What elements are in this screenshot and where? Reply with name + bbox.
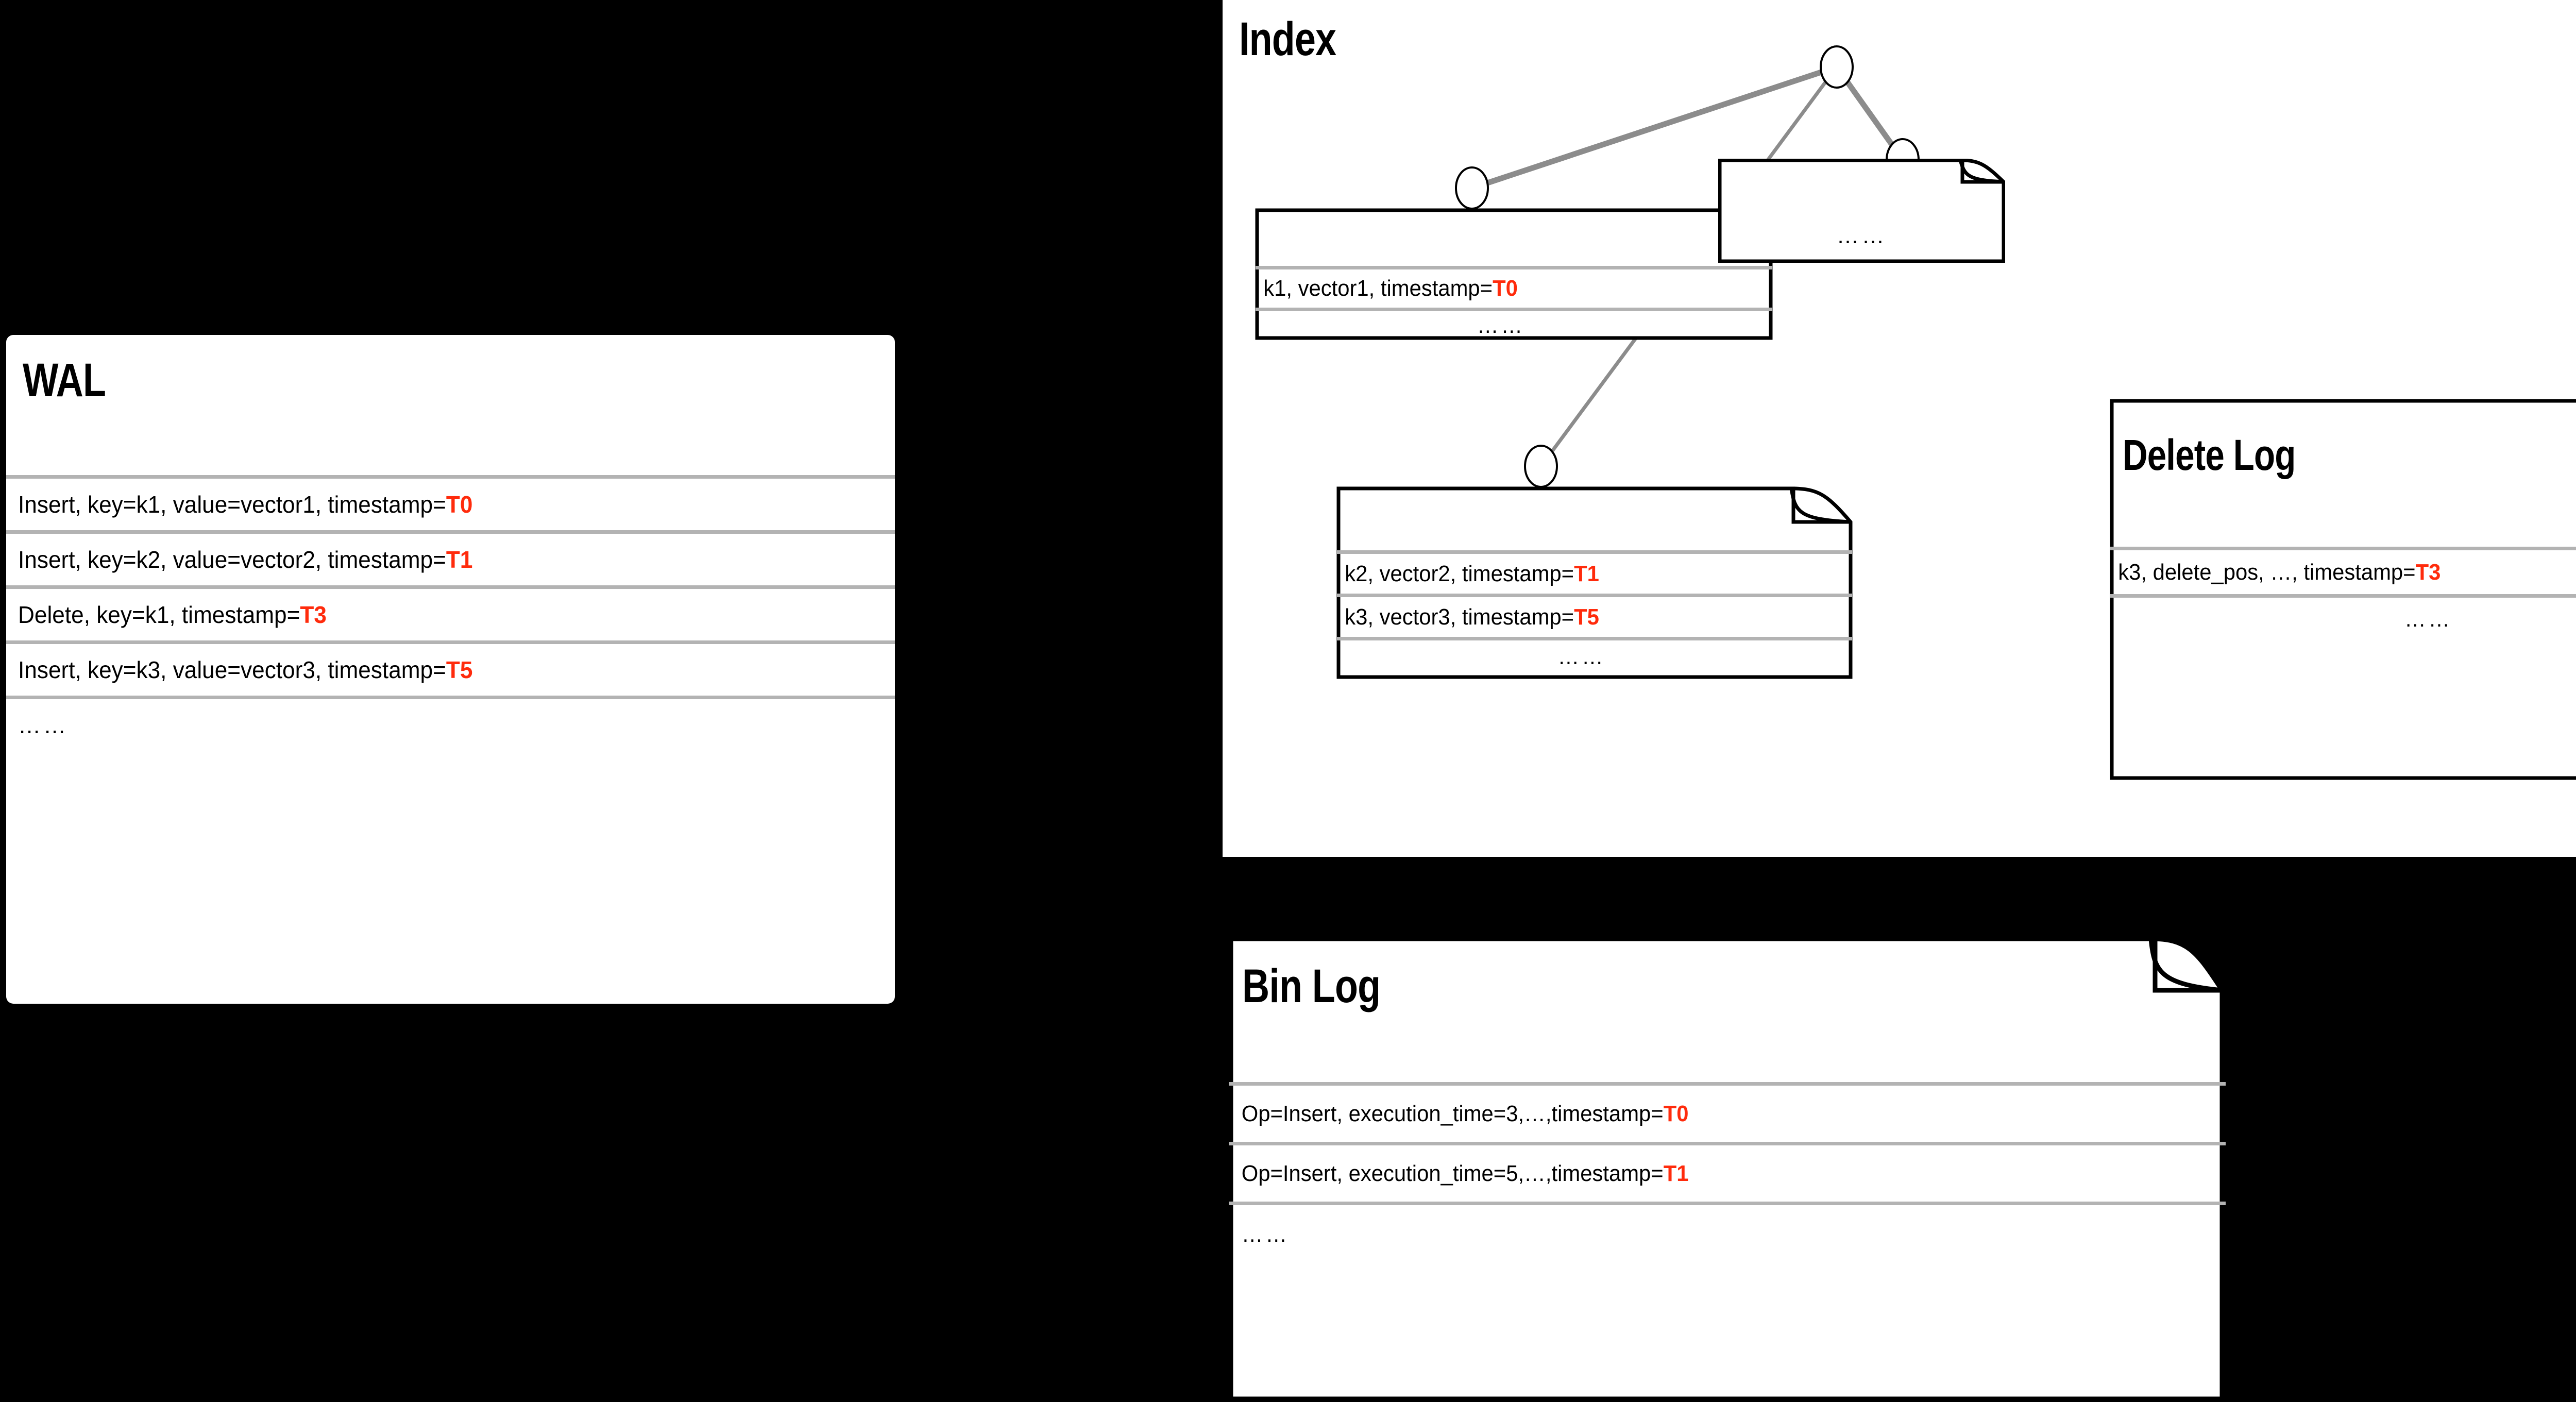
index-leaf-node-ellipsis: …… bbox=[1718, 158, 2006, 263]
wal-row-text: Insert, key=k3, value=vector3, timestamp… bbox=[18, 656, 473, 683]
note-shape bbox=[1228, 936, 2225, 1401]
bin-log-note: Bin Log Op=Insert, execution_time=3,…,ti… bbox=[1228, 936, 2226, 1401]
tree-node-left bbox=[1455, 166, 1489, 210]
note-shape bbox=[1336, 486, 1853, 679]
tree-node-bottom bbox=[1524, 445, 1558, 488]
index-node-row-text: k3, vector3, timestamp=T5 bbox=[1345, 604, 1599, 630]
wal-row-ellipsis: …… bbox=[6, 696, 895, 751]
index-node-row-timestamp: T1 bbox=[1574, 561, 1599, 586]
delete-log-row-timestamp: T3 bbox=[2415, 559, 2441, 585]
tree-node-root bbox=[1820, 45, 1854, 89]
wal-row-timestamp: T1 bbox=[446, 546, 473, 573]
delete-log-ellipsis-text: …… bbox=[2404, 606, 2453, 632]
note-shape bbox=[1718, 158, 2006, 263]
bin-log-row-ellipsis: …… bbox=[1229, 1202, 2226, 1263]
wal-row: Insert, key=k3, value=vector3, timestamp… bbox=[6, 640, 895, 696]
index-node-row-timestamp: T0 bbox=[1493, 276, 1518, 301]
delete-log-row-ellipsis: …… bbox=[2110, 594, 2576, 640]
bin-log-row-timestamp: T0 bbox=[1663, 1101, 1689, 1126]
index-node-ellipsis-text: …… bbox=[1557, 644, 1606, 669]
index-node-row-ellipsis: …… bbox=[1337, 637, 1852, 673]
tree-edge-root-n2 bbox=[1834, 65, 1905, 162]
bin-log-row: Op=Insert, execution_time=5,…,timestamp=… bbox=[1229, 1142, 2226, 1202]
bin-log-row-text: Op=Insert, execution_time=5,…,timestamp=… bbox=[1241, 1160, 1689, 1186]
bin-log-row: Op=Insert, execution_time=3,…,timestamp=… bbox=[1229, 1082, 2226, 1142]
bin-log-row-text: Op=Insert, execution_time=3,…,timestamp=… bbox=[1241, 1101, 1689, 1126]
wal-row: Delete, key=k1, timestamp=T3 bbox=[6, 585, 895, 640]
bin-log-row-timestamp: T1 bbox=[1663, 1160, 1689, 1186]
index-node-ellipsis-text: …… bbox=[1836, 223, 1887, 248]
bin-log-title: Bin Log bbox=[1242, 960, 1381, 1012]
wal-row-text: Delete, key=k1, timestamp=T3 bbox=[18, 601, 327, 628]
index-node-row-text: k2, vector2, timestamp=T1 bbox=[1345, 561, 1599, 586]
wal-row-timestamp: T5 bbox=[446, 656, 473, 683]
wal-row: Insert, key=k2, value=vector2, timestamp… bbox=[6, 530, 895, 585]
delete-log-note: Delete Log k3, delete_pos, …, timestamp=… bbox=[2110, 399, 2576, 780]
delete-log-title: Delete Log bbox=[2123, 431, 2296, 479]
index-leaf-node-k1: k1, vector1, timestamp=T0 …… bbox=[1255, 208, 1773, 340]
index-node-ellipsis-text: …… bbox=[1477, 312, 1525, 338]
wal-panel: WAL Insert, key=k1, value=vector1, times… bbox=[6, 335, 895, 1004]
delete-log-row: k3, delete_pos, …, timestamp=T3 bbox=[2110, 547, 2576, 594]
wal-row-text: Insert, key=k2, value=vector2, timestamp… bbox=[18, 546, 473, 573]
note-shape bbox=[2110, 399, 2576, 780]
wal-row-text: Insert, key=k1, value=vector1, timestamp… bbox=[18, 491, 473, 518]
wal-row-timestamp: T0 bbox=[446, 491, 473, 518]
delete-log-row-text: k3, delete_pos, …, timestamp=T3 bbox=[2118, 559, 2441, 585]
index-title: Index bbox=[1239, 13, 1336, 65]
wal-ellipsis-text: …… bbox=[18, 712, 69, 738]
wal-row: Insert, key=k1, value=vector1, timestamp… bbox=[6, 475, 895, 530]
index-node-row: k3, vector3, timestamp=T5 bbox=[1337, 594, 1852, 637]
index-node-row-ellipsis: …… bbox=[1256, 308, 1772, 340]
index-node-row-timestamp: T5 bbox=[1574, 604, 1599, 630]
wal-row-list: Insert, key=k1, value=vector1, timestamp… bbox=[6, 475, 895, 751]
bin-log-ellipsis-text: …… bbox=[1241, 1221, 1290, 1247]
index-leaf-node-k2k3: k2, vector2, timestamp=T1 k3, vector3, t… bbox=[1336, 486, 1853, 679]
index-node-row: k1, vector1, timestamp=T0 bbox=[1256, 266, 1772, 308]
index-node-row: k2, vector2, timestamp=T1 bbox=[1337, 550, 1852, 594]
wal-row-timestamp: T3 bbox=[300, 601, 327, 628]
index-node-row-text: k1, vector1, timestamp=T0 bbox=[1263, 276, 1518, 301]
wal-title: WAL bbox=[23, 354, 106, 407]
index-panel: Index k1, vector1, times bbox=[1223, 0, 2576, 857]
